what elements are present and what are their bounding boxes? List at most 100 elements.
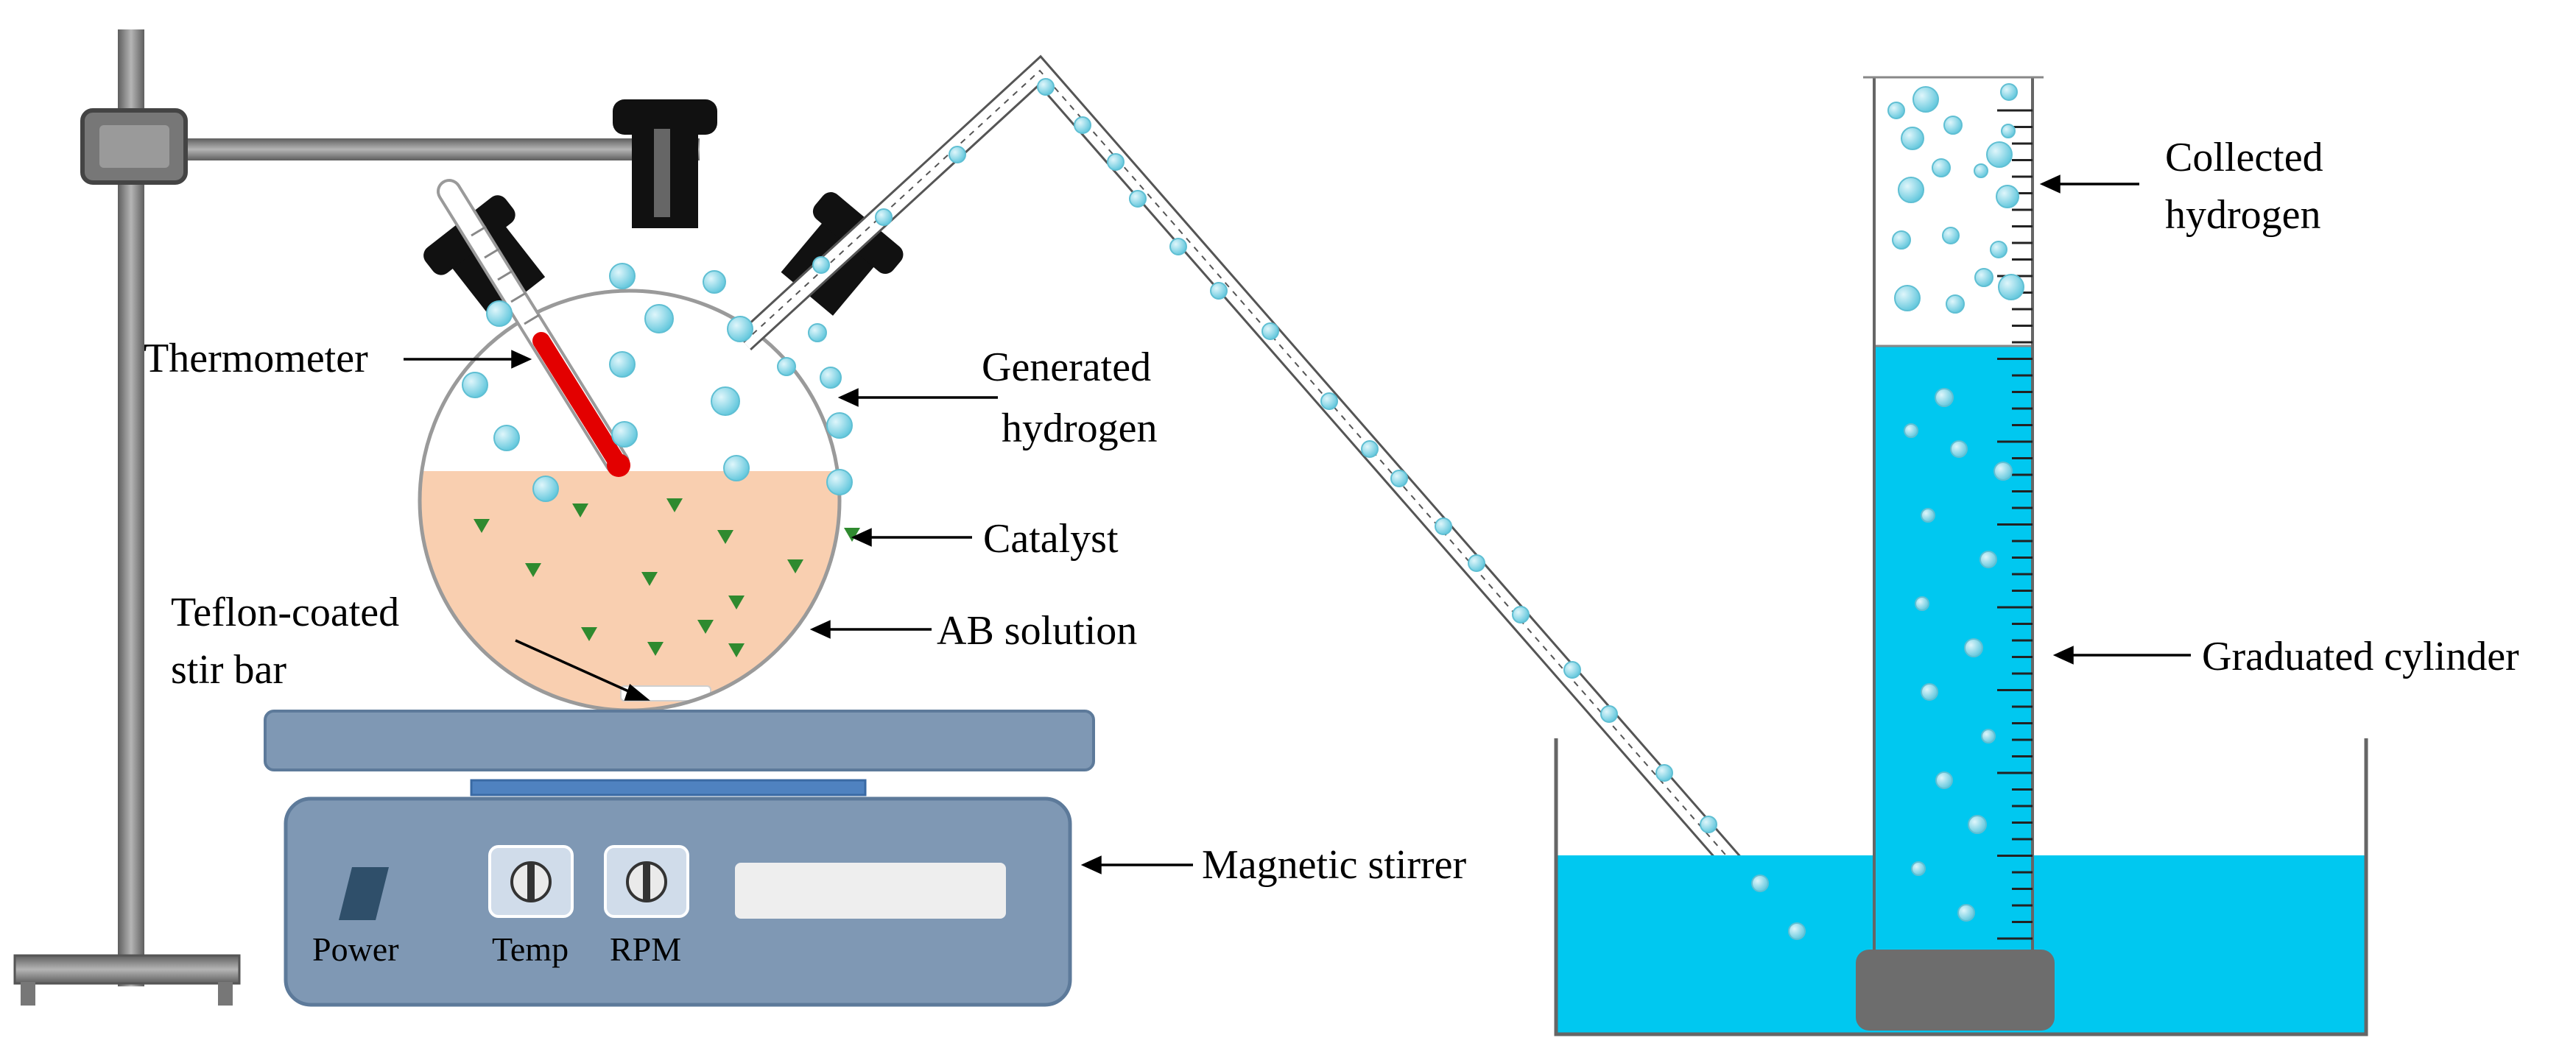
bubble-icon (1964, 638, 1983, 657)
bubble-icon (609, 351, 636, 378)
cylinder-water (1874, 346, 2033, 961)
bubble-icon (727, 316, 753, 342)
catalyst-triangle-icon (844, 528, 860, 542)
catalyst-triangle-icon (787, 559, 803, 573)
bubble-icon (1887, 102, 1905, 119)
bubble-icon (1901, 127, 1924, 150)
catalyst-triangle-icon (697, 620, 714, 634)
thermometer-label: Thermometer (144, 336, 368, 381)
bubble-icon (1974, 268, 1993, 287)
bubble-icon (1892, 230, 1911, 250)
bubble-icon (532, 476, 559, 502)
stirrer-top-plate (264, 710, 1095, 771)
bubble-icon (1655, 764, 1673, 782)
bubble-icon (1990, 241, 2007, 258)
bubble-icon (1932, 158, 1951, 177)
bubble-icon (826, 412, 853, 439)
catalyst-triangle-icon (717, 530, 733, 544)
bubble-icon (1915, 596, 1929, 611)
ab-solution-liquid (420, 471, 840, 710)
bubble-icon (1074, 116, 1091, 134)
catalyst-triangle-icon (572, 504, 588, 517)
bubble-icon (1968, 815, 1987, 834)
bubble-icon (2001, 124, 2016, 138)
bubble-icon (820, 367, 842, 389)
bubble-icon (1912, 86, 1939, 113)
bubble-icon (1986, 141, 2013, 168)
graduated-cylinder (1856, 76, 2055, 1031)
bubble-icon (1911, 861, 1926, 876)
bubble-icon (2000, 83, 2018, 101)
bubble-icon (1993, 462, 2013, 481)
bubble-icon (1921, 508, 1935, 523)
generated-hydrogen-label-2: hydrogen (1002, 406, 1158, 451)
bubble-icon (875, 208, 893, 226)
bubble-icon (1950, 440, 1968, 458)
bubble-icon (1512, 606, 1530, 623)
bubble-icon (644, 304, 674, 333)
bubble-icon (493, 425, 520, 451)
bubble-icon (808, 323, 827, 342)
magnetic-stirrer-label: Magnetic stirrer (1202, 842, 1467, 888)
bubble-icon (1998, 274, 2024, 300)
stand-base (13, 954, 241, 985)
bubble-icon (1700, 816, 1717, 833)
bubble-icon (1943, 116, 1963, 135)
temp-label: Temp (492, 930, 569, 968)
gas-delivery-tube (736, 54, 1846, 990)
power-label: Power (312, 930, 399, 968)
bubble-icon (812, 256, 830, 274)
bubble-icon (486, 300, 513, 327)
catalyst-triangle-icon (474, 519, 490, 533)
stir-bar-label-2: stir bar (171, 647, 286, 693)
bubble-icon (1435, 517, 1452, 535)
collected-hydrogen-label-1: Collected (2165, 135, 2323, 180)
bubble-icon (1037, 78, 1055, 96)
bubble-icon (949, 146, 966, 163)
bubble-icon (1946, 294, 1965, 314)
power-switch-icon (339, 867, 389, 920)
catalyst-label: Catalyst (983, 516, 1119, 562)
bubble-icon (1320, 392, 1338, 410)
bubble-icon (1935, 388, 1954, 407)
catalyst-particles (474, 498, 860, 657)
bubble-icon (609, 263, 636, 289)
bubble-icon (777, 357, 796, 376)
stirrer-display (735, 863, 1006, 919)
catalyst-triangle-icon (581, 627, 597, 641)
labels: Thermometer Generated hydrogen Catalyst … (144, 135, 2519, 968)
bubble-icon (1942, 227, 1960, 244)
bubble-icon (711, 386, 740, 416)
bubble-icon (826, 469, 853, 495)
bubble-icon (1361, 440, 1379, 458)
bubble-icon (1904, 423, 1918, 438)
bubble-icon (1981, 729, 1996, 743)
stir-bar-label-1: Teflon-coated (171, 590, 399, 635)
bubble-icon (1996, 185, 2019, 208)
stand-rod (118, 29, 144, 986)
bubble-icon (1957, 904, 1975, 922)
bubble-icon (611, 421, 638, 448)
catalyst-triangle-icon (647, 642, 664, 656)
bubble-icon (1390, 470, 1408, 487)
bubble-icon (1751, 875, 1769, 892)
ab-solution-label: AB solution (937, 608, 1137, 654)
bubble-icon (1935, 771, 1953, 789)
bubble-icon (1600, 705, 1618, 723)
bubble-icon (462, 372, 488, 398)
bubble-icon (1563, 661, 1581, 679)
bubble-icon (1921, 683, 1938, 701)
graduated-cylinder-label: Graduated cylinder (2202, 634, 2519, 679)
bubble-icon (723, 455, 750, 481)
catalyst-triangle-icon (666, 498, 683, 512)
hydrogen-bubbles (462, 78, 2024, 940)
stand-arm (169, 138, 700, 160)
bubble-icon (1129, 190, 1147, 208)
label-arrows (404, 174, 2191, 875)
bubble-icon (1468, 554, 1485, 572)
magnetic-stirrer (264, 710, 1095, 1007)
bubble-icon (1107, 153, 1125, 171)
rpm-label: RPM (610, 930, 681, 968)
